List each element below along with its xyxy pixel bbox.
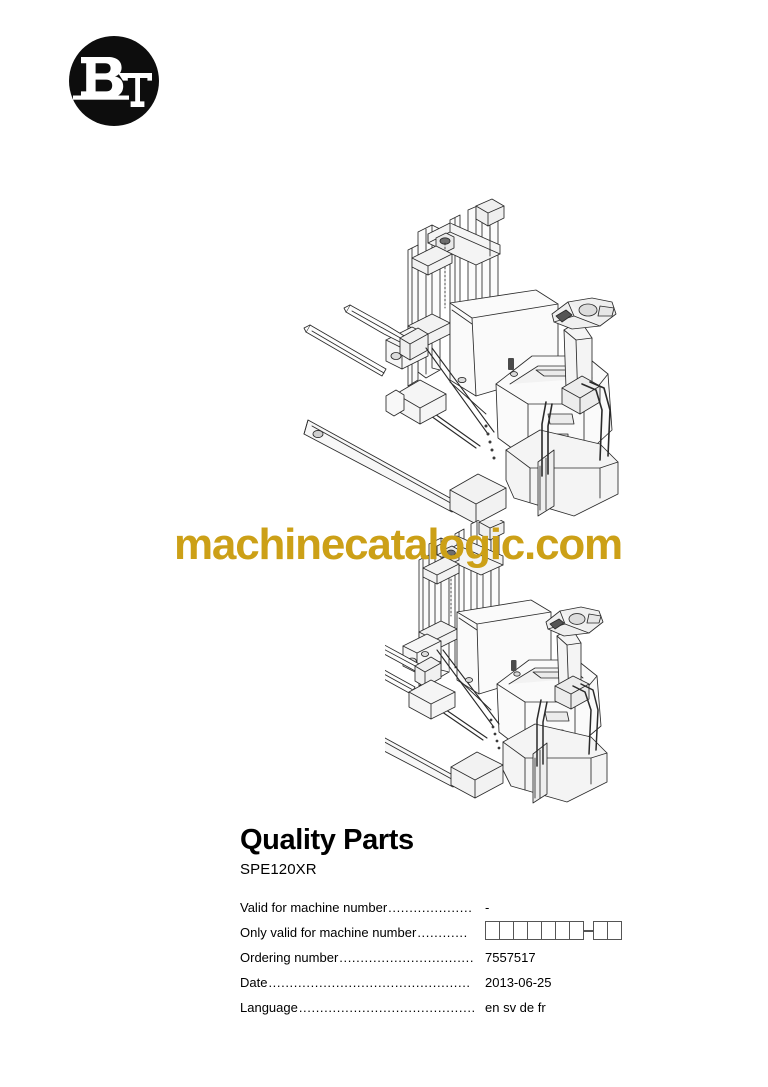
machine-number-box[interactable] xyxy=(527,921,542,940)
spec-value-date: 2013-06-25 xyxy=(485,975,552,990)
spec-leader: ........................................… xyxy=(268,975,471,990)
machine-number-box[interactable] xyxy=(555,921,570,940)
spec-label: Ordering number xyxy=(240,950,339,965)
spec-row-valid-for-machine-number: Valid for machine number ...............… xyxy=(240,890,660,915)
machine-number-box[interactable] xyxy=(541,921,556,940)
spec-label: Language xyxy=(240,1000,298,1015)
spec-row-date: Date ...................................… xyxy=(240,965,660,990)
spec-leader: ................................ xyxy=(339,950,475,965)
site-watermark: machinecatalogic.com xyxy=(174,520,623,569)
spec-value-valid-for-machine-number: - xyxy=(485,900,490,915)
spec-value-ordering-number: 7557517 xyxy=(485,950,536,965)
pallet-stacker-illustration-bottom xyxy=(314,515,650,815)
machine-number-box[interactable] xyxy=(607,921,622,940)
spec-leader: .................... xyxy=(388,900,473,915)
spec-row-ordering-number: Ordering number ........................… xyxy=(240,940,660,965)
spec-label: Only valid for machine number xyxy=(240,925,417,940)
spec-label: Valid for machine number xyxy=(240,900,388,915)
spec-row-only-valid-for-machine-number: Only valid for machine number ..........… xyxy=(240,915,660,940)
machine-number-box[interactable] xyxy=(485,921,500,940)
bt-logo xyxy=(68,35,160,127)
spec-leader: ............ xyxy=(417,925,468,940)
spec-value-language: en sv de fr xyxy=(485,1000,546,1015)
spec-leader: ........................................… xyxy=(298,1000,475,1015)
machine-number-dash xyxy=(584,929,593,932)
spec-label: Date xyxy=(240,975,268,990)
page-title: Quality Parts xyxy=(240,824,414,856)
machine-number-box[interactable] xyxy=(593,921,608,940)
machine-number-box[interactable] xyxy=(513,921,528,940)
pallet-stacker-illustration-top xyxy=(300,198,650,538)
spec-row-language: Language ...............................… xyxy=(240,990,660,1015)
machine-number-box[interactable] xyxy=(569,921,584,940)
machine-number-box[interactable] xyxy=(499,921,514,940)
machine-number-entry-boxes[interactable] xyxy=(480,921,660,940)
title-block: Quality Parts SPE120XR Valid for machine… xyxy=(240,823,660,1015)
model-designation: SPE120XR xyxy=(240,861,317,878)
